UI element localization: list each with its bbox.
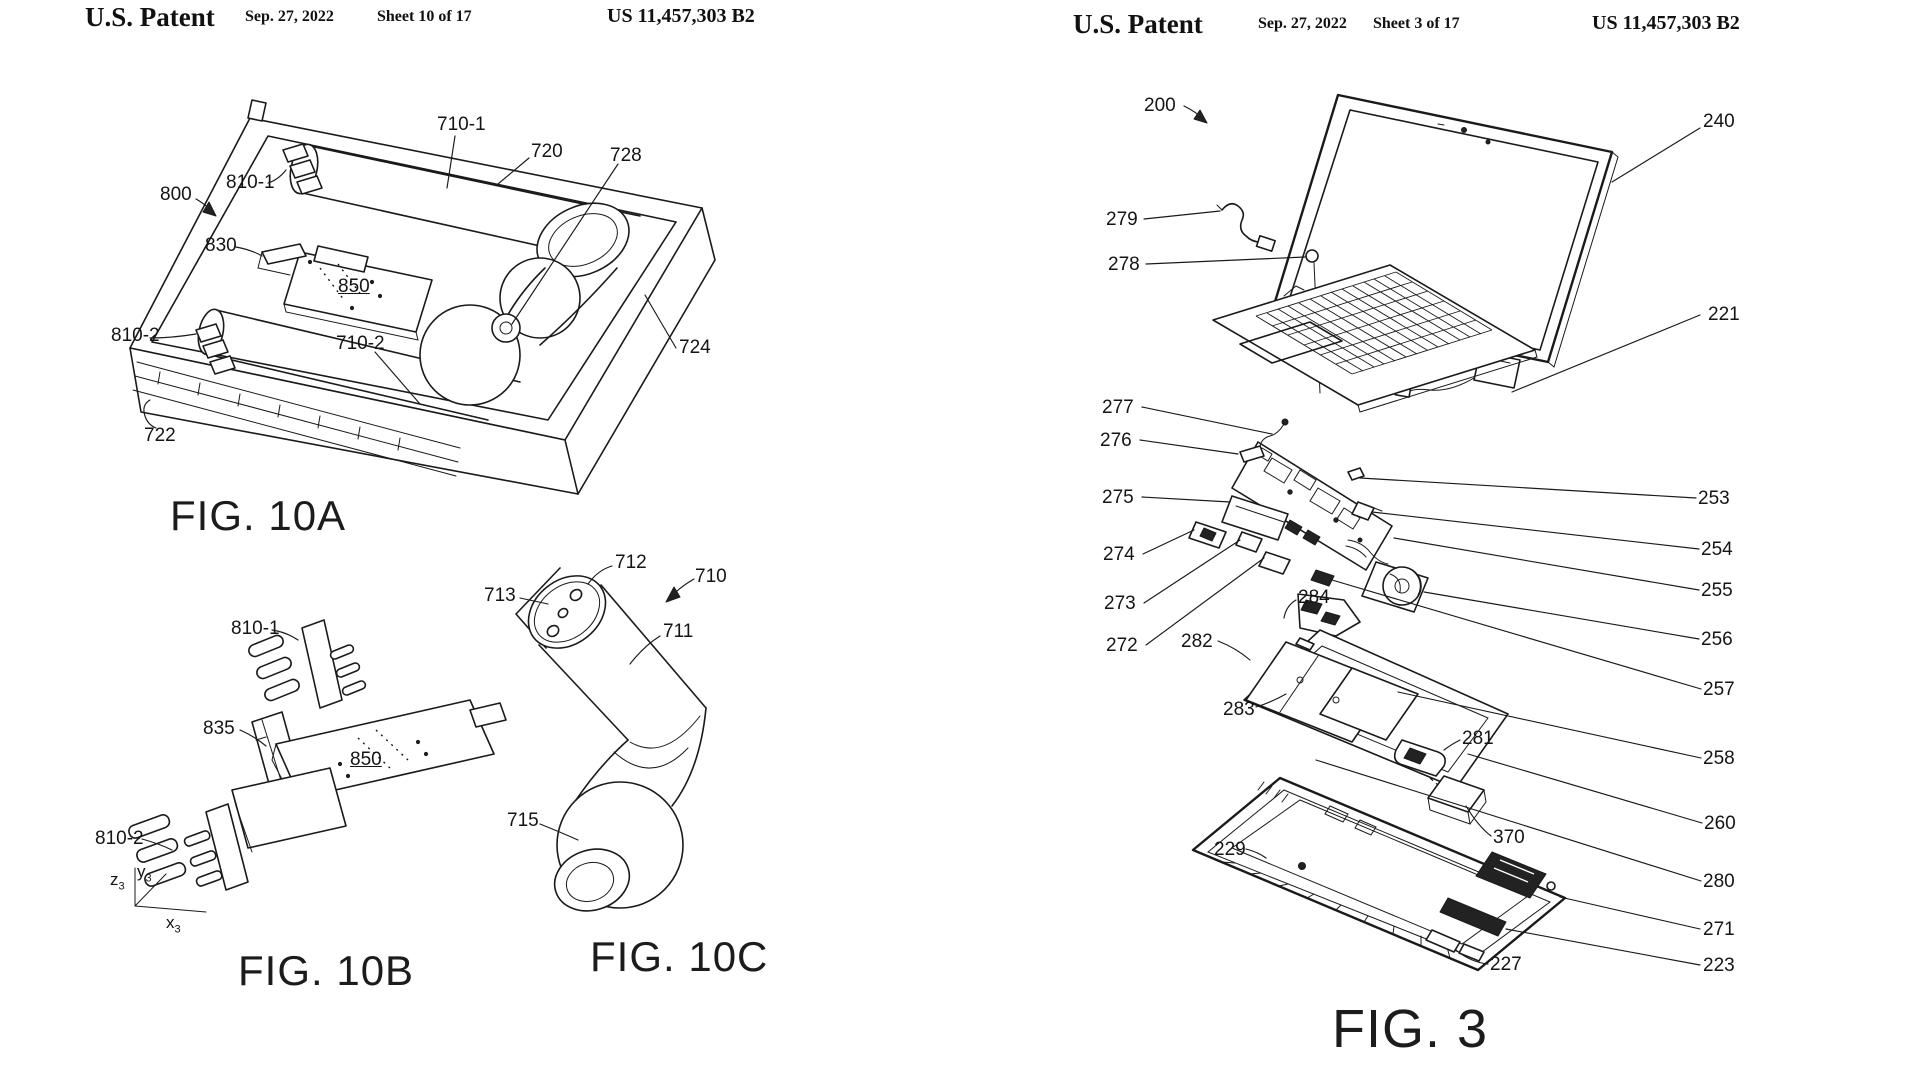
right-header-date: Sep. 27, 2022: [1258, 15, 1347, 32]
right-header-sheet: Sheet 3 of 17: [1373, 15, 1460, 32]
fig-10c-drawing: [515, 565, 707, 912]
left-header-title: U.S. Patent: [85, 2, 215, 32]
fig-10b-caption: FIG. 10B: [238, 947, 415, 994]
fig-10a-caption: FIG. 10A: [170, 492, 347, 539]
fig-3-drawing: [1139, 93, 1703, 972]
right-header-title: U.S. Patent: [1073, 9, 1203, 39]
left-header-sheet: Sheet 10 of 17: [377, 8, 472, 25]
fig-10b-drawing: [128, 619, 507, 913]
left-header-patent-number: US 11,457,303 B2: [607, 5, 755, 27]
fig-3-caption: FIG. 3: [1332, 999, 1489, 1059]
left-header-date: Sep. 27, 2022: [245, 8, 334, 25]
fig-10a-drawing: [129, 99, 716, 495]
fig-10c-caption: FIG. 10C: [590, 933, 769, 980]
right-header-patent-number: US 11,457,303 B2: [1592, 12, 1740, 34]
